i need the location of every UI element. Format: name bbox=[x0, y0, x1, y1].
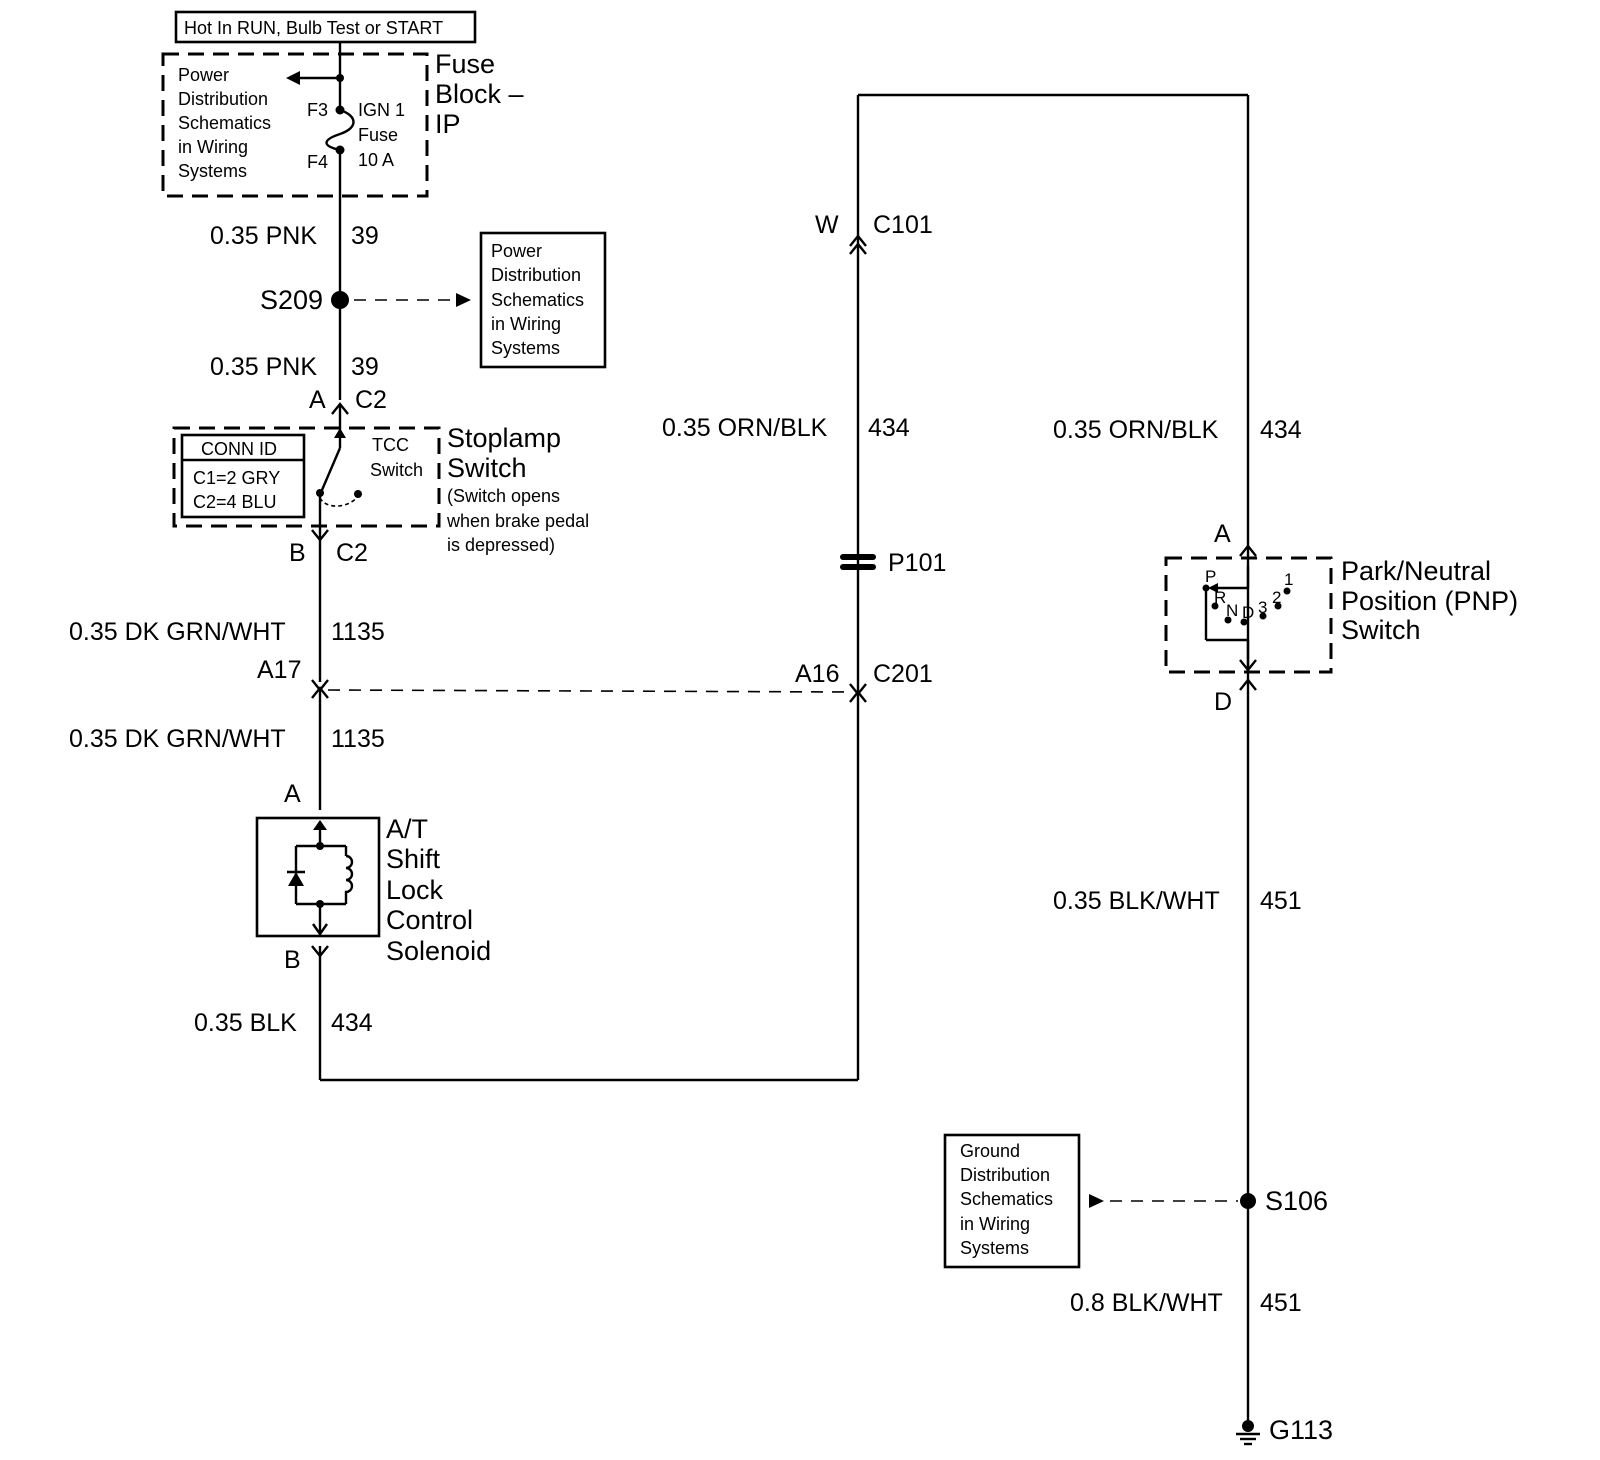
hot-in-run-text: Hot In RUN, Bulb Test or START bbox=[184, 18, 443, 38]
connector-id: C2 bbox=[336, 539, 368, 567]
solenoid-title: A/T Shift Lock Control Solenoid bbox=[386, 814, 491, 966]
arrow-right-icon bbox=[1089, 1194, 1104, 1208]
wire-label: 0.35 DK GRN/WHT bbox=[69, 725, 286, 753]
splice-dot-icon bbox=[1240, 1193, 1256, 1209]
circuit-number: 434 bbox=[868, 414, 910, 442]
conn-id-table: CONN ID C1=2 GRY C2=4 BLU bbox=[180, 433, 306, 519]
wire-label: 0.35 ORN/BLK bbox=[662, 414, 828, 442]
pnp-pin-bottom: D bbox=[1214, 688, 1232, 716]
stoplamp-switch: CONN ID C1=2 GRY C2=4 BLU TCC Switch Sto… bbox=[172, 423, 594, 555]
passthrough-p101: P101 bbox=[888, 549, 946, 577]
coil-icon bbox=[344, 854, 354, 904]
pnp-pin-top: A bbox=[1214, 520, 1231, 548]
circuit-number: 1135 bbox=[331, 618, 385, 646]
splice-s209: S209 bbox=[260, 285, 323, 315]
connector-pin: A17 bbox=[257, 656, 301, 684]
connector-pin: B bbox=[289, 539, 306, 567]
shift-lock-solenoid bbox=[255, 816, 381, 938]
svg-text:P: P bbox=[1205, 567, 1216, 586]
circuit-number: 434 bbox=[1260, 416, 1302, 444]
connector-id: C2 bbox=[355, 386, 387, 414]
connector-pin: A bbox=[309, 386, 326, 414]
circuit-number: 1135 bbox=[331, 725, 385, 753]
p101-passthrough-icon bbox=[840, 554, 876, 570]
circuit-number: 39 bbox=[351, 353, 379, 381]
fuse-pin-f4: F4 bbox=[307, 152, 328, 172]
wire-label: 0.8 BLK/WHT bbox=[1070, 1289, 1223, 1317]
connector-id: C101 bbox=[873, 211, 933, 239]
splice-s106: S106 bbox=[1265, 1186, 1328, 1216]
fuse-pin-f3: F3 bbox=[307, 100, 328, 120]
wire-label: 0.35 ORN/BLK bbox=[1053, 416, 1219, 444]
svg-text:C2=4 BLU: C2=4 BLU bbox=[193, 492, 277, 512]
fuse-block-power-ref: Power Distribution Schematics in Wiring … bbox=[178, 65, 276, 181]
pnp-switch: P R N D 3 2 1 bbox=[1164, 556, 1333, 674]
svg-text:R: R bbox=[1214, 588, 1226, 607]
pnp-title: Park/Neutral Position (PNP) Switch bbox=[1341, 556, 1526, 645]
svg-text:N: N bbox=[1226, 601, 1238, 620]
circuit-number: 434 bbox=[331, 1009, 373, 1037]
connector-id: C201 bbox=[873, 660, 933, 688]
svg-text:1: 1 bbox=[1284, 570, 1293, 589]
wire-label: 0.35 PNK bbox=[210, 353, 317, 381]
svg-text:3: 3 bbox=[1258, 598, 1267, 617]
circuit-number: 451 bbox=[1260, 1289, 1302, 1317]
ground-g113: G113 bbox=[1269, 1415, 1333, 1445]
hot-in-run-banner: Hot In RUN, Bulb Test or START bbox=[174, 10, 477, 44]
ground-icon bbox=[1236, 1420, 1260, 1446]
svg-text:D: D bbox=[1242, 603, 1254, 622]
svg-text:Ground Distribution: Ground Distribution Schematics in Wiring… bbox=[960, 1141, 1058, 1258]
svg-text:2: 2 bbox=[1272, 588, 1281, 607]
pnp-position-contacts: P R N D 3 2 1 bbox=[1202, 567, 1293, 626]
fuse-block-ip: Power Distribution Schematics in Wiring … bbox=[161, 49, 531, 198]
diode-icon bbox=[288, 872, 304, 886]
connector-pin: A16 bbox=[795, 660, 839, 688]
svg-text:Power Distribution: Power Distribution Schematics in Wiring … bbox=[491, 241, 589, 358]
connector-icon bbox=[849, 234, 867, 247]
power-distribution-ref-box: Power Distribution Schematics in Wiring … bbox=[479, 231, 607, 369]
arrow-left-icon bbox=[286, 71, 300, 85]
wire-label: 0.35 DK GRN/WHT bbox=[69, 618, 286, 646]
wire-label: 0.35 BLK bbox=[194, 1009, 297, 1037]
connector-icon bbox=[849, 683, 867, 696]
wire-label: 0.35 BLK/WHT bbox=[1053, 887, 1220, 915]
svg-text:C1=2 GRY: C1=2 GRY bbox=[193, 468, 280, 488]
tcc-switch-label: TCC Switch bbox=[370, 435, 423, 480]
ground-distribution-ref-box: Ground Distribution Schematics in Wiring… bbox=[943, 1133, 1081, 1269]
circuit-number: 39 bbox=[351, 222, 379, 250]
svg-text:CONN ID: CONN ID bbox=[201, 439, 277, 459]
wire-label: 0.35 PNK bbox=[210, 222, 317, 250]
circuit-number: 451 bbox=[1260, 887, 1302, 915]
stoplamp-switch-note: (Switch opens when brake pedal is depres… bbox=[446, 486, 594, 555]
solenoid-pin-top: A bbox=[284, 780, 301, 808]
solenoid-pin-bottom: B bbox=[284, 946, 301, 974]
connector-pin: W bbox=[815, 211, 839, 239]
stoplamp-switch-title: Stoplamp Switch bbox=[447, 423, 569, 483]
fuse-block-title: Fuse Block – IP bbox=[435, 49, 531, 139]
tcc-switch-icon bbox=[320, 447, 342, 491]
splice-dot-icon bbox=[331, 291, 349, 309]
fuse-icon bbox=[325, 108, 355, 152]
fuse-rating: IGN 1 Fuse 10 A bbox=[358, 100, 410, 170]
arrow-right-icon bbox=[456, 293, 471, 307]
